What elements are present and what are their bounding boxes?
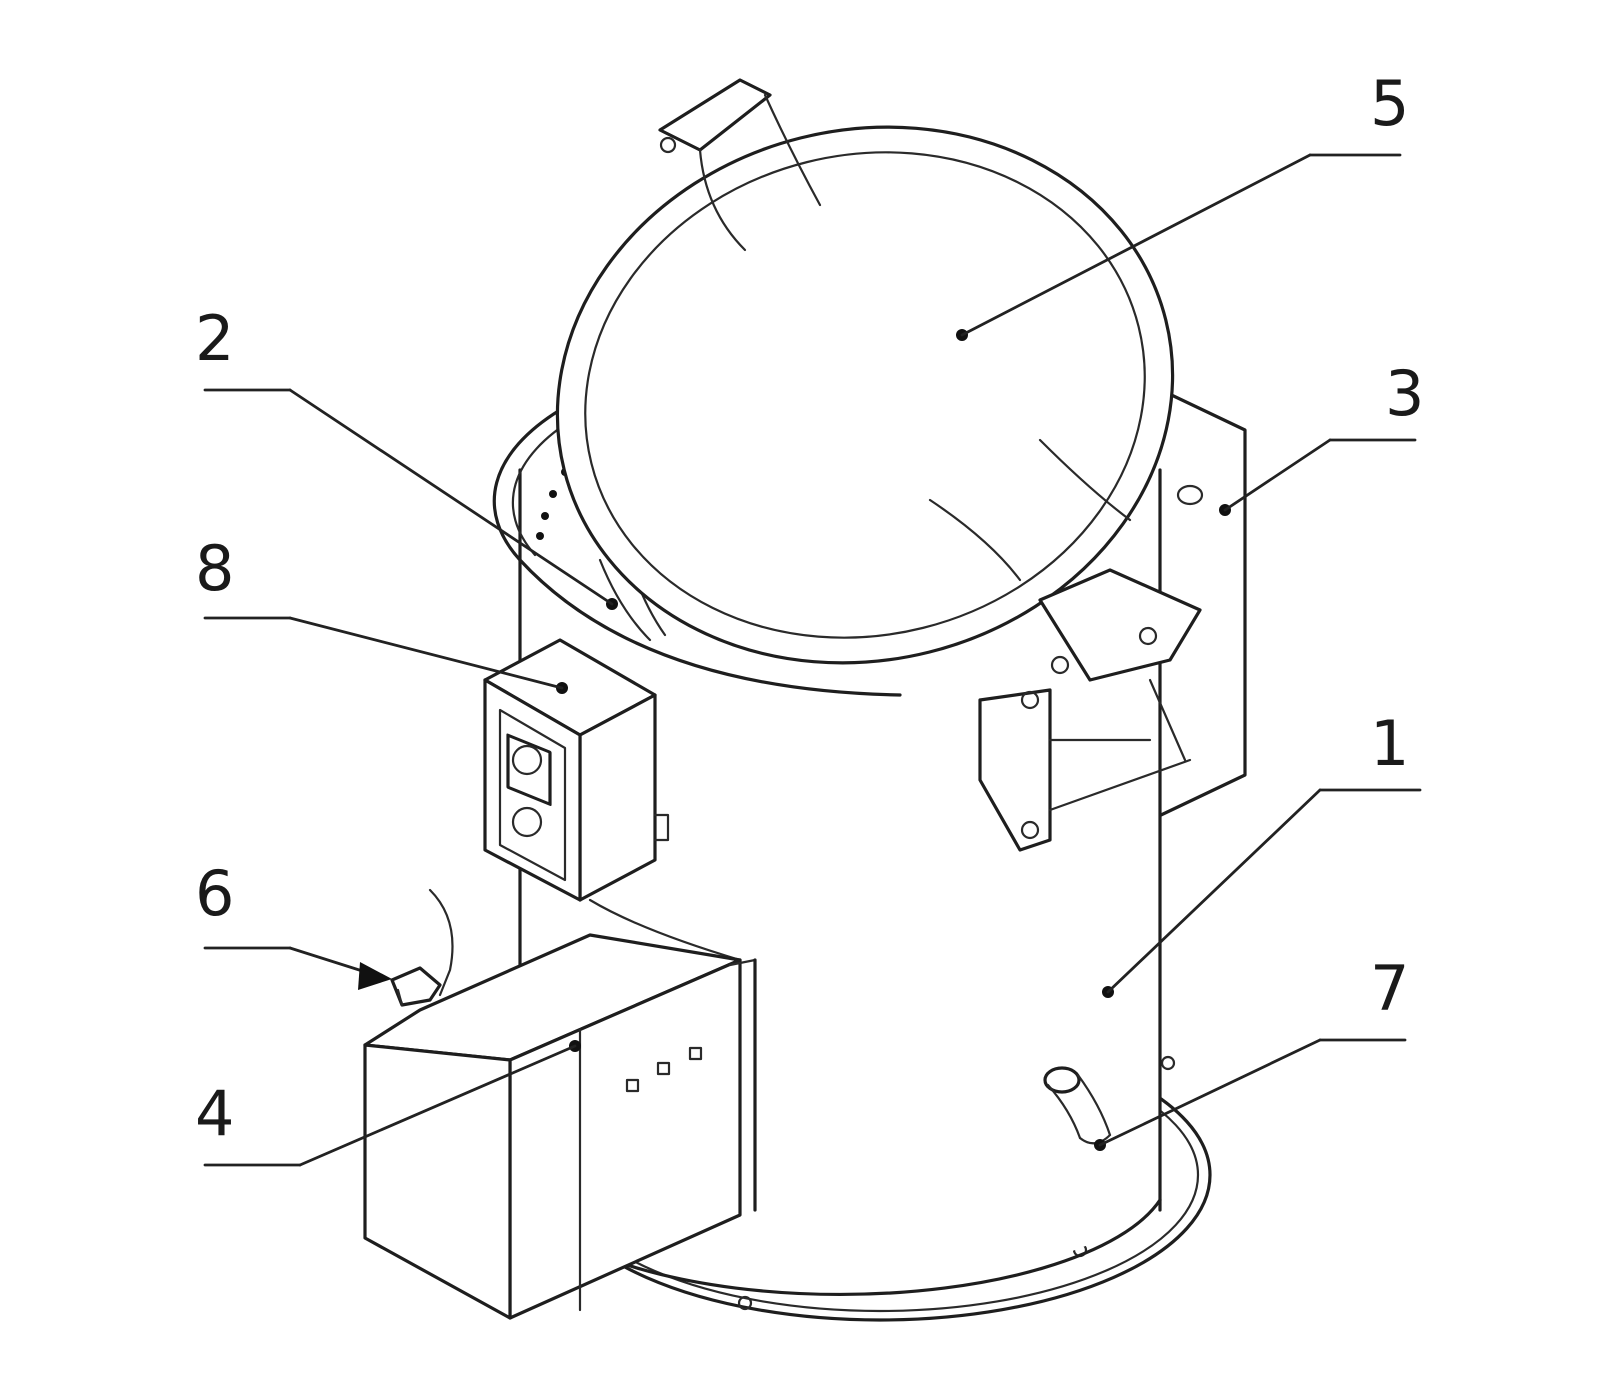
callout-3: 3 xyxy=(1385,357,1424,430)
callout-1: 1 xyxy=(1370,707,1409,780)
callout-6: 6 xyxy=(195,857,234,930)
callout-4: 4 xyxy=(195,1077,234,1150)
side-knob xyxy=(390,966,442,1007)
lid xyxy=(555,78,1202,682)
callout-labels: 1 2 3 4 5 6 7 8 xyxy=(195,67,1424,1150)
switch-box xyxy=(483,638,670,902)
hinge-bracket xyxy=(978,678,1192,852)
leaders xyxy=(203,153,1422,1167)
callout-8: 8 xyxy=(195,532,234,605)
callout-2: 2 xyxy=(195,302,234,375)
callout-5: 5 xyxy=(1370,67,1409,140)
callout-7: 7 xyxy=(1370,952,1409,1025)
front-box xyxy=(363,888,757,1320)
